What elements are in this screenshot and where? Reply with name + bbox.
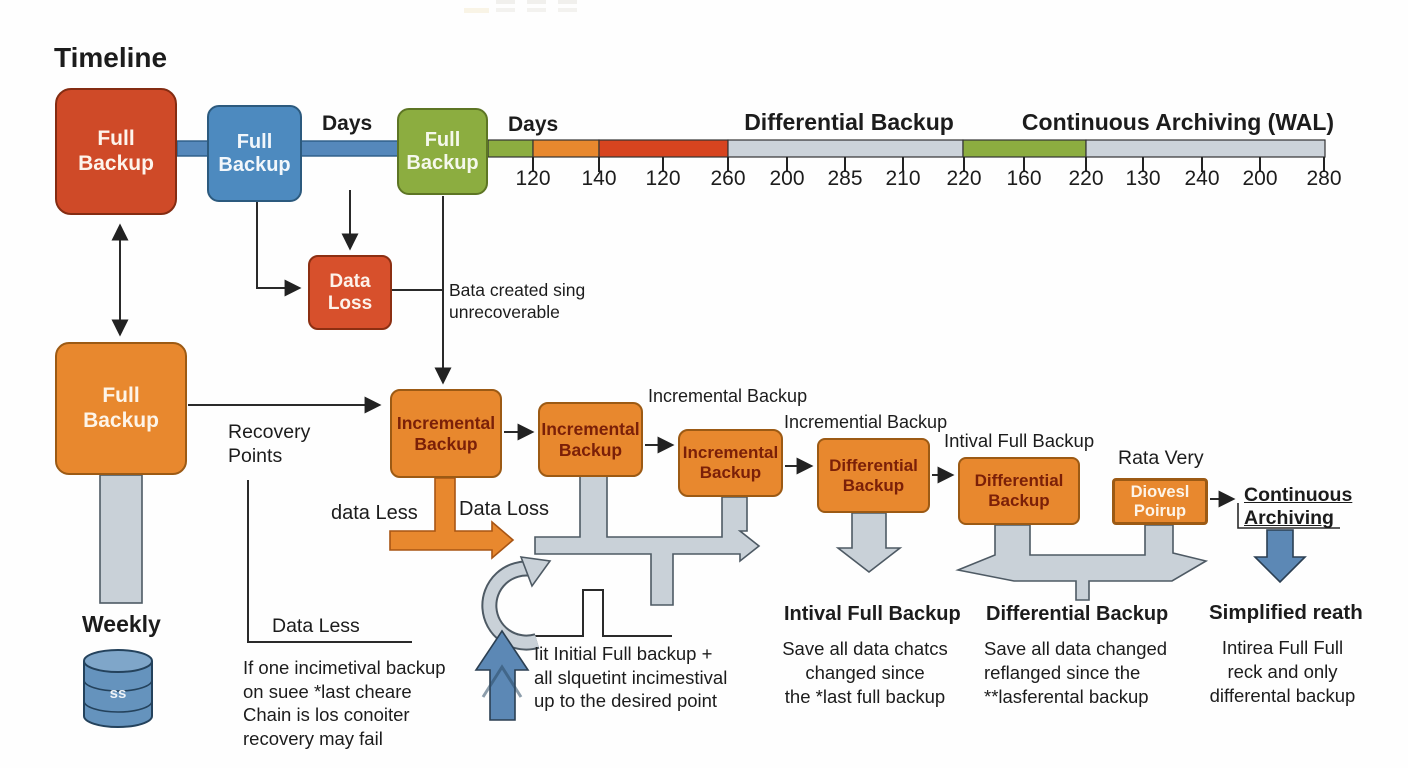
tick-label: 240 xyxy=(1184,167,1220,190)
days-label-1: Days xyxy=(322,112,373,135)
col3-text: Intirea Full Full reck and only differen… xyxy=(1209,637,1356,707)
data-loss-label: Data Loss xyxy=(459,498,550,520)
differential-merge-arrow xyxy=(955,524,1209,601)
recovery-point-box: Diovesl Poirup xyxy=(1112,478,1208,525)
col2-text: Save all data changed reflanged since th… xyxy=(984,638,1168,708)
differential-backup-box-1: Differential Backup xyxy=(817,438,930,513)
incremental-backup-box-2: Incremental Backup xyxy=(538,402,643,477)
timeline-segment-green xyxy=(487,139,534,158)
pulse-step-line xyxy=(532,589,672,637)
blue-box-to-data-loss-arrow xyxy=(256,202,302,297)
incremental-backup-box-1: Incremental Backup xyxy=(390,389,502,478)
timeline-segment-gray xyxy=(727,139,964,158)
timeline-segment-green2 xyxy=(962,139,1087,158)
tick-label: 210 xyxy=(885,167,921,190)
data-less-heading: Data Less xyxy=(272,615,360,637)
incremental-merge-arrow xyxy=(534,474,761,606)
database-icon: ss xyxy=(83,649,153,728)
tick-label: 285 xyxy=(827,167,863,190)
col2-heading: Differential Backup xyxy=(986,603,1169,625)
tick-label: 220 xyxy=(946,167,982,190)
tick-label: 200 xyxy=(1242,167,1278,190)
tick-label: 120 xyxy=(515,167,551,190)
full-backup-box-2: Full Backup xyxy=(207,105,302,202)
tick-label: 120 xyxy=(645,167,681,190)
col1-heading: Intival Full Backup xyxy=(784,603,961,625)
col3-heading: Simplified reath xyxy=(1209,601,1363,624)
full-backup-box-1: Full Backup xyxy=(55,88,177,215)
data-less-small-label: data Less xyxy=(331,502,418,524)
restore-note: Iit Initial Full backup + all slquetint … xyxy=(534,643,728,712)
timeline-segment-gray2 xyxy=(1085,139,1326,158)
days-label-2: Days xyxy=(508,113,559,136)
full-backup-box-3: Full Backup xyxy=(397,108,488,195)
weekly-backup-bar xyxy=(99,474,143,604)
tick-label: 260 xyxy=(710,167,746,190)
tick-label: 140 xyxy=(581,167,617,190)
restore-up-arrow-icon xyxy=(474,629,530,721)
data-loss-box: Data Loss xyxy=(308,255,392,330)
col1-text: Save all data chatcs changed since the *… xyxy=(782,638,948,708)
continuous-archiving-label: Continuous Archiving xyxy=(1244,484,1353,529)
top-edge-artifact xyxy=(464,0,577,13)
differential-backup-heading: Differential Backup xyxy=(744,109,954,135)
unrecoverable-note: Bata created sing unrecoverable xyxy=(449,280,586,322)
tick-label: 130 xyxy=(1125,167,1161,190)
incremental-backup-box-3: Incremental Backup xyxy=(678,429,783,497)
page-title: Timeline xyxy=(54,42,168,73)
timeline-segment-orange xyxy=(532,139,600,158)
simplified-down-arrow-icon xyxy=(1253,529,1307,584)
weekly-full-backup-box: Full Backup xyxy=(55,342,187,475)
tick-label: 160 xyxy=(1006,167,1042,190)
database-label: ss xyxy=(110,685,127,702)
incremental-backup-label-1: Incremental Backup xyxy=(648,386,808,406)
differential-backup-box-2: Differential Backup xyxy=(958,457,1080,525)
chain-warning-note: If one incimetival backup on suee *last … xyxy=(243,657,446,750)
diff1-down-arrow xyxy=(835,512,903,574)
wal-heading: Continuous Archiving (WAL) xyxy=(1021,109,1335,135)
timeline-ticks xyxy=(532,157,1325,172)
curved-restore-arrow-icon xyxy=(481,556,552,651)
recovery-points-bracket-line xyxy=(247,480,412,643)
tick-label: 280 xyxy=(1306,167,1342,190)
recovery-points-label: Recovery Points xyxy=(228,421,311,468)
tick-label: 220 xyxy=(1068,167,1104,190)
intival-full-backup-label: Intival Full Backup xyxy=(944,430,1095,451)
timeline-segment-red xyxy=(598,139,729,158)
continuous-archiving-bracket xyxy=(1237,503,1340,529)
incremental-backup-label-2: Incremential Backup xyxy=(784,412,948,432)
weekly-label: Weekly xyxy=(82,611,161,637)
tick-label: 200 xyxy=(769,167,805,190)
timeline-bar xyxy=(487,139,1326,158)
data-loss-orange-arrow xyxy=(389,477,515,560)
rata-very-label: Rata Very xyxy=(1118,447,1204,469)
